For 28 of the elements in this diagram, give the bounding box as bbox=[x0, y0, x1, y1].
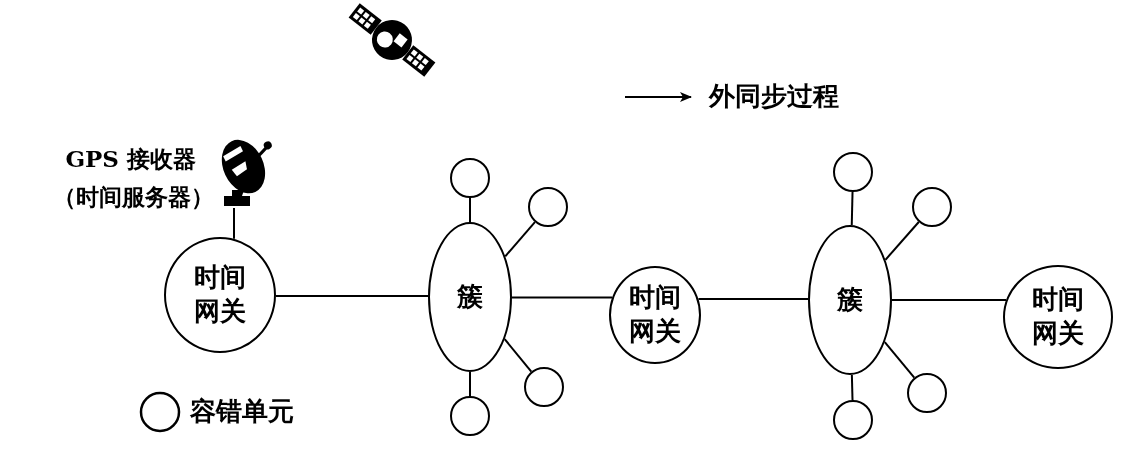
connector-line bbox=[850, 373, 854, 401]
fault-tolerant-unit-circle bbox=[912, 187, 952, 227]
fault-tolerant-unit-circle bbox=[833, 152, 873, 192]
node-label: 时间网关 bbox=[628, 281, 682, 348]
fault-tolerant-unit-circle bbox=[907, 373, 947, 413]
connector-line bbox=[891, 299, 1007, 301]
connector-line bbox=[275, 295, 429, 297]
connector-line bbox=[883, 341, 916, 379]
fault-tolerant-unit-circle bbox=[450, 158, 490, 198]
connector-line bbox=[850, 191, 854, 227]
node-label: 簇 bbox=[456, 280, 484, 314]
node-label: 时间网关 bbox=[193, 261, 247, 328]
connector-line bbox=[469, 371, 471, 397]
connector-line bbox=[469, 197, 471, 223]
legend-label: 容错单元 bbox=[190, 395, 294, 428]
node-caption: GPS 接收器 bbox=[65, 144, 196, 174]
legend-label: 外同步过程 bbox=[709, 80, 839, 113]
connector-line bbox=[233, 207, 235, 240]
fault-tolerant-unit-circle bbox=[833, 400, 873, 440]
connector-line bbox=[504, 221, 536, 258]
node-label: 时间网关 bbox=[1031, 283, 1085, 350]
node-label: 簇 bbox=[836, 283, 864, 317]
connector-line bbox=[503, 338, 533, 373]
fault-tolerant-unit-circle bbox=[528, 187, 568, 227]
connector-line bbox=[884, 221, 920, 261]
fault-tolerant-unit-circle bbox=[524, 367, 564, 407]
fault-tolerant-unit-circle bbox=[450, 396, 490, 436]
node-caption: （时间服务器） bbox=[53, 182, 214, 212]
